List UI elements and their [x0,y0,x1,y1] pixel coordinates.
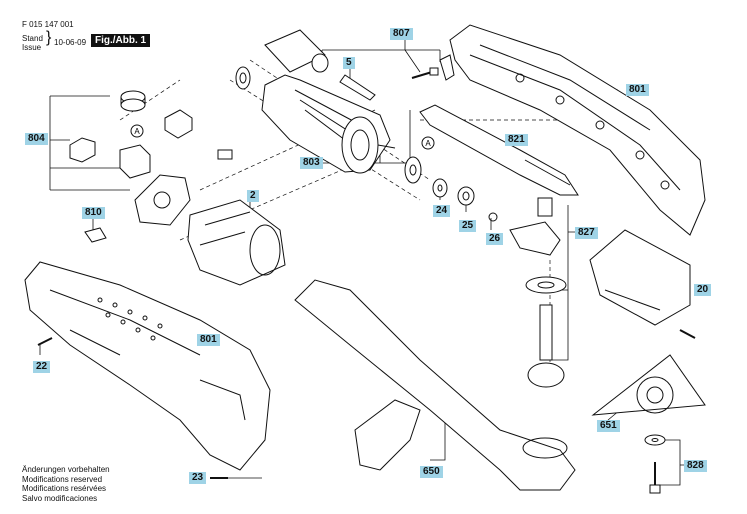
sanding-pad [591,354,706,416]
marker-circle-a1 [130,124,144,138]
brush-holder-tube [264,29,329,73]
figure-label: Fig./Abb. 1 [91,34,151,47]
callout-821[interactable]: 821 [505,134,528,146]
callout-803[interactable]: 803 [300,157,323,169]
field-stator [187,199,286,286]
switch-block [164,109,193,139]
issue-date: 10-06-09 [54,38,87,47]
note-es: Salvo modificaciones [22,493,98,503]
screw-22 [37,337,53,346]
eccentric-fork [509,197,561,256]
circlip-26 [488,212,498,222]
stand-label: Stand [22,34,43,43]
note-fr: Modifications resérvées [22,484,107,493]
switch-cap [69,137,96,163]
switch-knob [120,90,146,112]
screw-828 [649,462,661,494]
callout-2[interactable]: 2 [247,190,259,202]
motor-bracket [134,174,191,226]
housing-half-right [449,24,706,236]
callout-804[interactable]: 804 [25,133,48,145]
callout-828[interactable]: 828 [684,460,707,472]
note-en: Modifications reserved [22,474,103,484]
washer-24 [432,178,448,198]
bearing-small [235,66,251,90]
callout-810[interactable]: 810 [82,207,105,219]
callout-827[interactable]: 827 [575,227,598,239]
lever-821 [419,104,579,196]
armature [261,74,396,174]
marker-a1: A [134,127,140,136]
callout-23[interactable]: 23 [189,472,207,484]
spindle-shaft [525,276,567,388]
callout-801-bottom[interactable]: 801 [197,334,220,346]
capacitor [217,149,233,160]
marker-circle-a2 [421,136,435,150]
note-de: Änderungen vorbehalten [22,465,110,474]
part-number: F 015 147 001 [22,20,74,29]
guide-650 [294,279,576,491]
bearing-large [404,156,422,184]
bearing-25 [457,186,475,206]
callout-26[interactable]: 26 [486,233,504,245]
callout-24[interactable]: 24 [433,205,451,217]
callout-25[interactable]: 25 [459,220,477,232]
terminal-810 [84,227,107,243]
screw-807 [411,54,455,81]
marker-a2: A [425,139,431,148]
issue-label: Issue [22,43,42,52]
modification-notes: Änderungen vorbehalten Modifications res… [22,465,110,503]
callout-5[interactable]: 5 [343,57,355,69]
housing-half-left [24,261,271,471]
callout-807[interactable]: 807 [390,28,413,40]
callout-801-top[interactable]: 801 [626,84,649,96]
washer-828 [644,434,666,446]
spring-clip [339,74,376,101]
switch-module [119,144,151,179]
callout-22[interactable]: 22 [33,361,51,373]
front-cover [589,229,696,339]
callout-20[interactable]: 20 [694,284,712,296]
callout-651[interactable]: 651 [597,420,620,432]
callout-650[interactable]: 650 [420,466,443,478]
brace-icon: } [46,29,52,46]
